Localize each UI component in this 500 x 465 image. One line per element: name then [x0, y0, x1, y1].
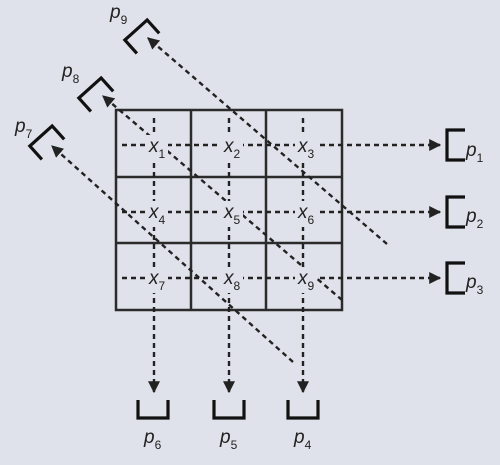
ray-line-p8 — [102, 95, 343, 301]
label-p1: p1 — [465, 140, 484, 165]
detector-p5 — [212, 400, 246, 420]
cell-label-x5-symbol: x — [223, 202, 235, 223]
label-p4-symbol: p — [293, 427, 305, 448]
label-p7: p7 — [14, 116, 33, 141]
cell-label-x2-subscript: 2 — [234, 147, 241, 161]
cell-label-bg — [221, 201, 243, 227]
detector-p3 — [445, 261, 465, 295]
cell-label-bg — [295, 267, 317, 293]
label-p6-symbol: p — [143, 427, 155, 448]
label-p2-subscript: 2 — [477, 217, 484, 231]
cell-label-x1: x1 — [148, 136, 166, 161]
cell-label-x5-subscript: 5 — [234, 213, 241, 227]
label-p7-subscript: 7 — [26, 127, 33, 141]
cell-label-x7: x7 — [148, 268, 166, 293]
label-p6: p6 — [143, 427, 162, 452]
cell-label-x6: x6 — [297, 202, 315, 227]
ray-line-p9 — [147, 37, 388, 245]
cell-label-x2-symbol: x — [223, 136, 235, 157]
label-p4-subscript: 4 — [305, 438, 312, 452]
cell-label-x4: x4 — [148, 202, 166, 227]
label-p8-symbol: p — [61, 61, 73, 82]
cell-label-x6-symbol: x — [297, 202, 309, 223]
cell-label-x4-subscript: 4 — [159, 213, 166, 227]
cell-label-bg — [146, 201, 168, 227]
cell-label-x9-subscript: 9 — [308, 279, 315, 293]
cell-label-x8-subscript: 8 — [234, 279, 241, 293]
label-p9: p9 — [109, 2, 128, 27]
label-p8: p8 — [61, 61, 80, 86]
cell-label-x8-symbol: x — [223, 268, 235, 289]
cell-label-x5: x5 — [223, 202, 241, 227]
label-p2: p2 — [465, 206, 484, 231]
cell-label-x1-subscript: 1 — [159, 147, 166, 161]
label-p8-subscript: 8 — [73, 72, 80, 86]
cell-label-x7-subscript: 7 — [159, 279, 166, 293]
cell-label-x9: x9 — [297, 268, 315, 293]
cell-label-bg — [146, 135, 168, 161]
cell-label-x8: x8 — [223, 268, 241, 293]
detector-p9 — [122, 17, 161, 55]
cell-label-bg — [221, 135, 243, 161]
detector-p7 — [27, 123, 66, 161]
detector-p8 — [76, 75, 115, 113]
label-p3-subscript: 3 — [477, 283, 484, 297]
label-p3: p3 — [465, 272, 484, 297]
label-p1-subscript: 1 — [477, 151, 484, 165]
detector-p1 — [445, 128, 465, 162]
label-p2-symbol: p — [465, 206, 477, 227]
label-p5: p5 — [219, 427, 238, 452]
cell-label-x3: x3 — [297, 136, 315, 161]
ray-line-p7 — [51, 145, 294, 363]
cell-label-bg — [221, 267, 243, 293]
detectors — [27, 17, 465, 420]
cell-label-x3-subscript: 3 — [308, 147, 315, 161]
cell-label-bg — [295, 135, 317, 161]
detector-p2 — [445, 195, 465, 229]
label-p5-symbol: p — [219, 427, 231, 448]
label-p5-subscript: 5 — [231, 438, 238, 452]
cell-label-x6-subscript: 6 — [308, 213, 315, 227]
detector-p4 — [286, 400, 320, 420]
cell-label-x1-symbol: x — [148, 136, 160, 157]
cell-label-x9-symbol: x — [297, 268, 309, 289]
label-p1-symbol: p — [465, 140, 477, 161]
label-p3-symbol: p — [465, 272, 477, 293]
detector-p6 — [136, 400, 170, 420]
cell-label-x4-symbol: x — [148, 202, 160, 223]
cell-label-x2: x2 — [223, 136, 241, 161]
label-p6-subscript: 6 — [155, 438, 162, 452]
label-p7-symbol: p — [14, 116, 26, 137]
cell-label-bg — [146, 267, 168, 293]
label-p9-symbol: p — [109, 2, 121, 23]
cell-label-bg — [295, 201, 317, 227]
label-p4: p4 — [293, 427, 312, 452]
label-p9-subscript: 9 — [121, 13, 128, 27]
cell-label-x7-symbol: x — [148, 268, 160, 289]
cell-label-x3-symbol: x — [297, 136, 309, 157]
